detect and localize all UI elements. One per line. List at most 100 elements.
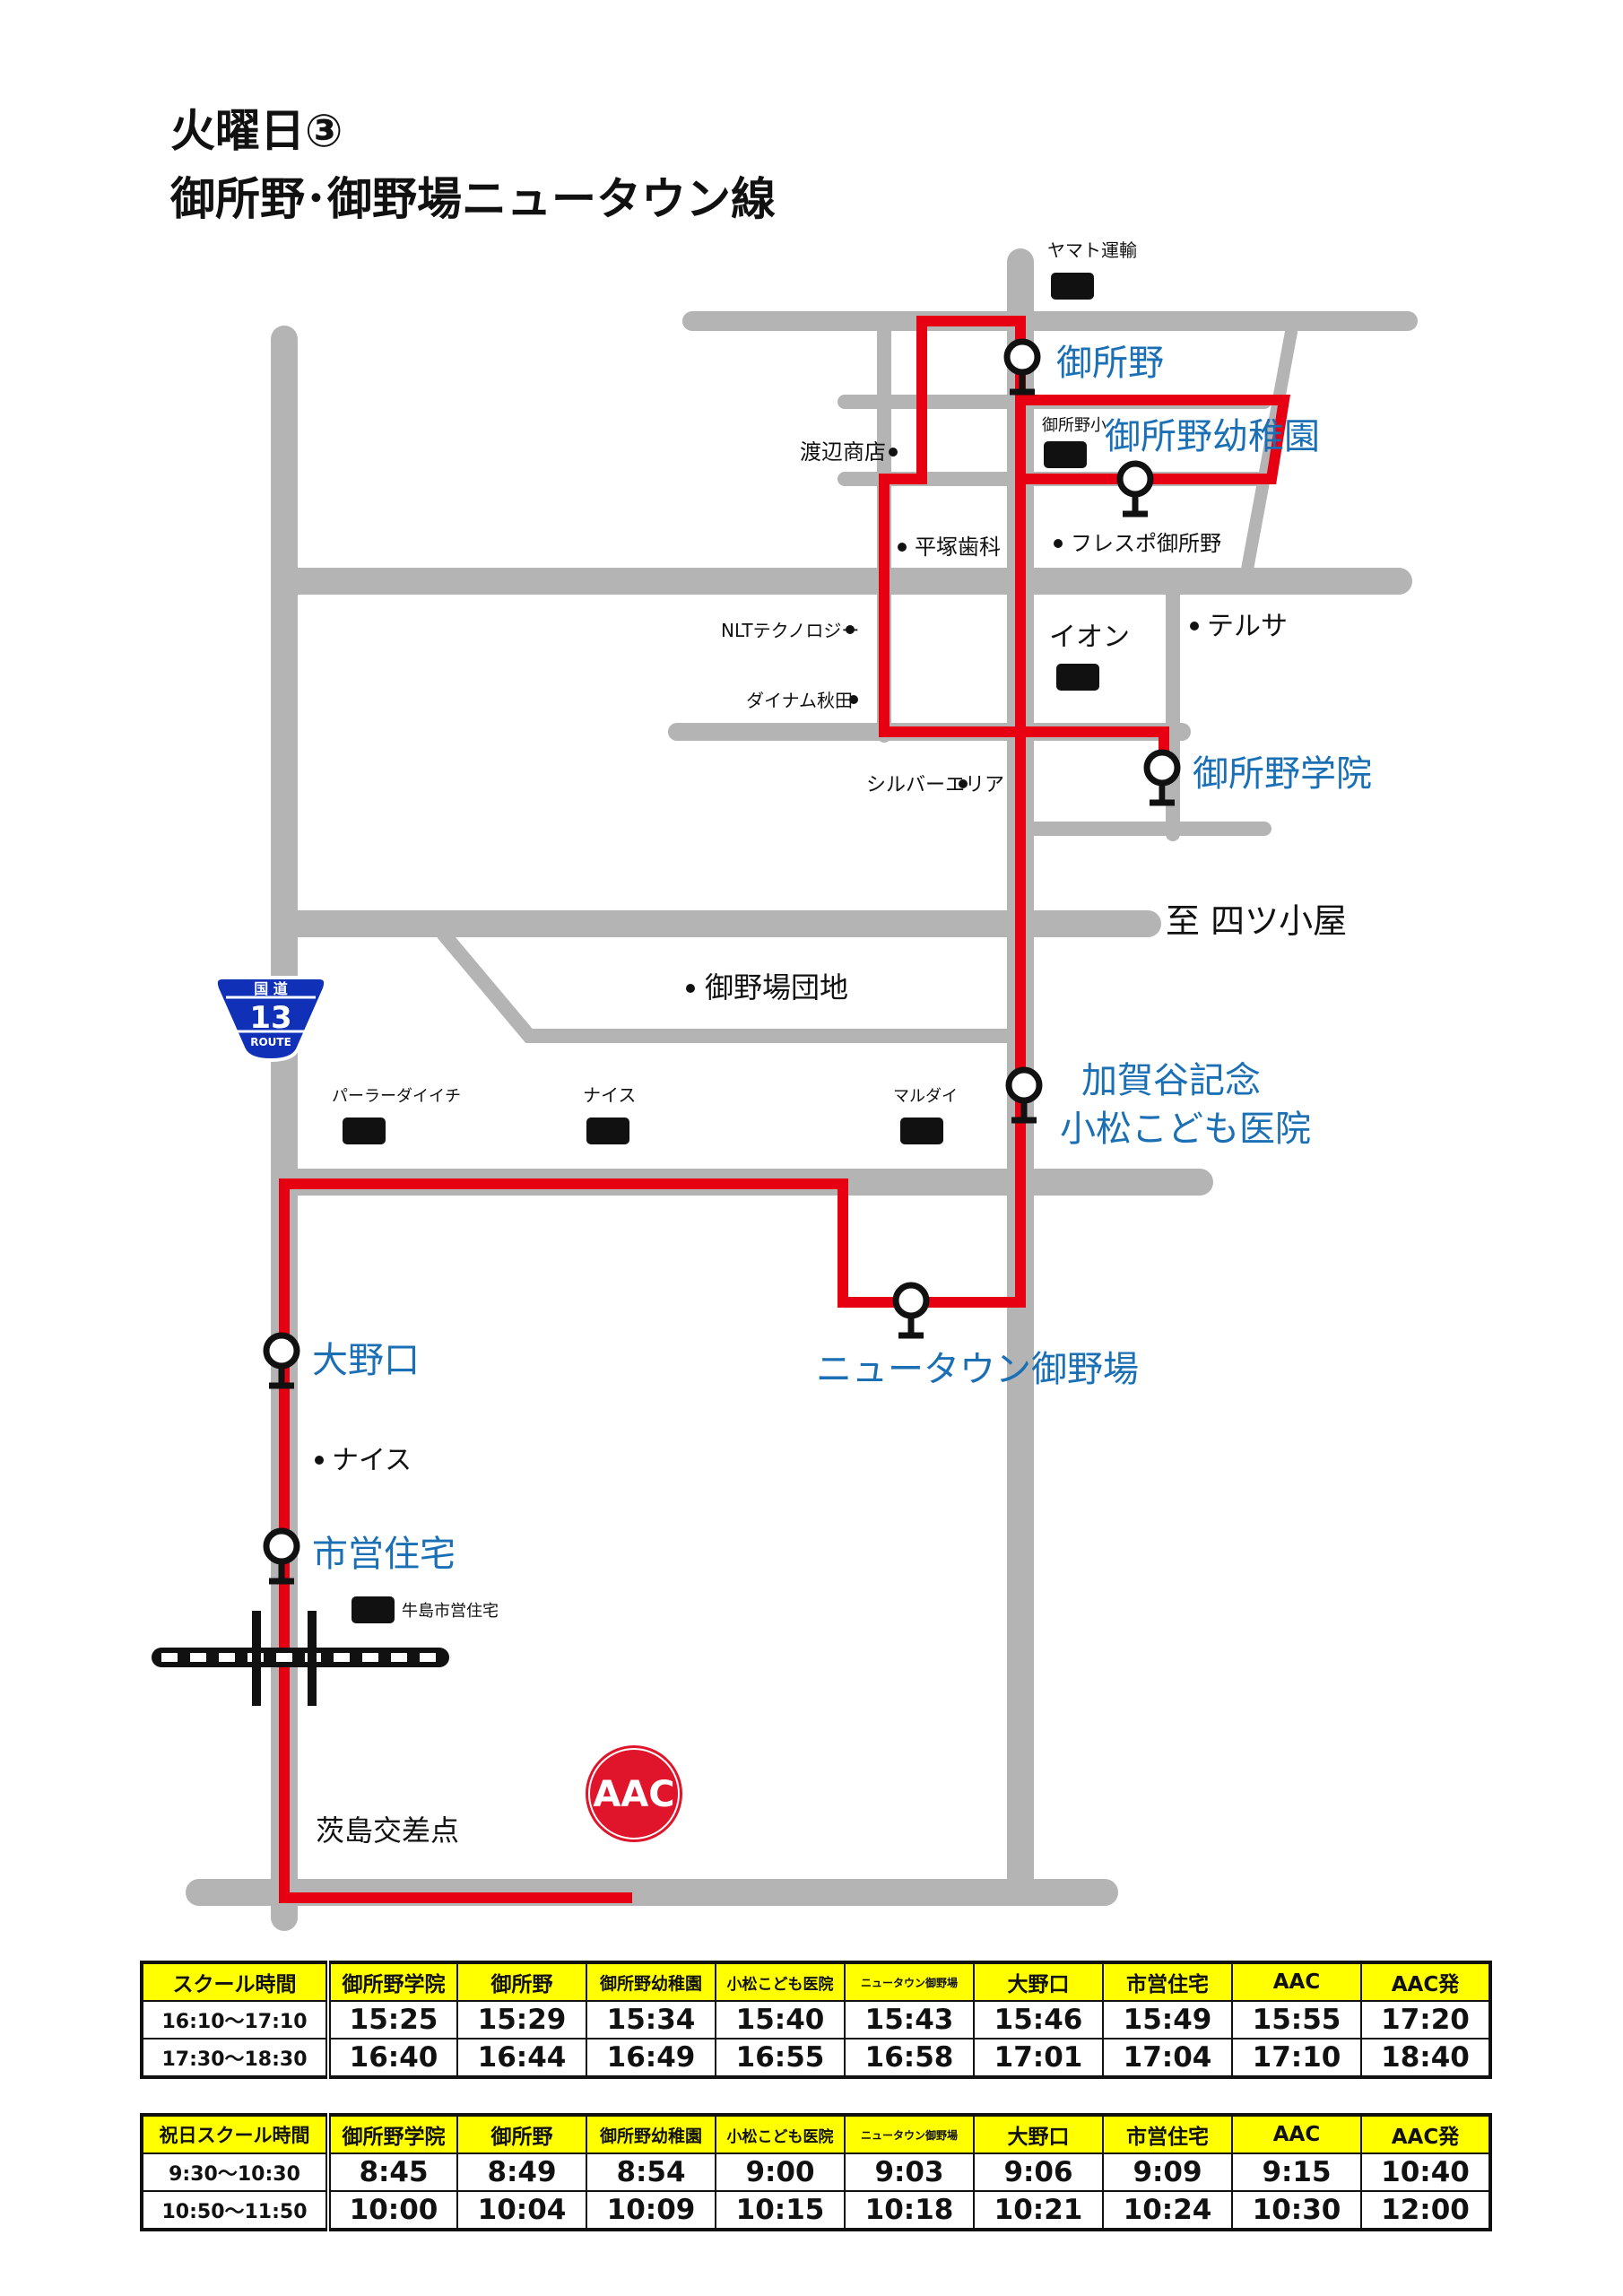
route-map: 国 道 13 ROUTE AAC 御所野 御所野幼稚園 御所野学院 加賀谷記念 … xyxy=(152,239,1418,1931)
dot-terusa xyxy=(1190,622,1199,631)
route13-sign-bottom: ROUTE xyxy=(250,1036,291,1048)
cell-time: 9:06 xyxy=(973,2152,1104,2192)
building-parlor-icon xyxy=(343,1118,386,1144)
cell-time: 18:40 xyxy=(1360,2038,1491,2078)
label-danchi: 御野場団地 xyxy=(705,970,848,1004)
landmark-dots xyxy=(315,448,1199,1465)
railway xyxy=(152,1611,449,1706)
stop-label-kagaya: 加賀谷記念 xyxy=(1081,1060,1261,1101)
label-dynam: ダイナム秋田 xyxy=(746,690,853,711)
road-diagonal-ne xyxy=(1240,326,1298,580)
building-aeon-icon xyxy=(1056,664,1099,691)
row-school-time: 17:30～18:30 xyxy=(141,2038,331,2078)
aac-logo: AAC xyxy=(582,1742,686,1846)
header-school-time: スクール時間 xyxy=(141,1961,331,2002)
cell-time: 15:40 xyxy=(715,2000,846,2039)
building-elementary-icon xyxy=(1044,441,1087,468)
row-school-time: 10:50～11:50 xyxy=(141,2190,331,2231)
route13-sign: 国 道 13 ROUTE xyxy=(213,976,328,1063)
bus-stop-shiei-icon[interactable] xyxy=(263,1527,300,1585)
header-aac: AAC xyxy=(1231,2114,1362,2154)
dot-silver xyxy=(959,779,968,788)
cell-time: 15:55 xyxy=(1231,2000,1362,2039)
cell-time: 17:01 xyxy=(973,2038,1104,2078)
timetable-header-row: スクール時間 御所野学院 御所野 御所野幼稚園 小松こども医院 ニュータウン御野… xyxy=(141,1961,1491,2002)
road-danchi xyxy=(437,927,1020,1043)
table-row: 9:30～10:30 8:45 8:49 8:54 9:00 9:03 9:06… xyxy=(141,2152,1491,2192)
bus-stop-gakuin-icon[interactable] xyxy=(1143,749,1181,806)
timetable-holiday: 祝日スクール時間 御所野学院 御所野 御所野幼稚園 小松こども医院 ニュータウン… xyxy=(140,2113,1492,2231)
label-nlt: NLTテクノロジー xyxy=(721,620,859,641)
bus-stop-kindergarten-icon[interactable] xyxy=(1116,460,1154,517)
cell-time: 16:49 xyxy=(586,2038,716,2078)
bus-stops xyxy=(263,338,1181,1585)
dot-nlt xyxy=(846,625,855,634)
building-marudai-icon xyxy=(900,1118,943,1144)
landmark-blocks xyxy=(343,273,1099,1623)
cell-time: 8:49 xyxy=(456,2152,587,2192)
label-hiratsuka: 平塚歯科 xyxy=(915,535,1001,560)
title-route-name: 御所野･御野場ニュータウン線 xyxy=(170,173,776,225)
cell-time: 10:04 xyxy=(456,2190,587,2231)
row-school-time: 9:30～10:30 xyxy=(141,2152,331,2192)
cell-time: 15:29 xyxy=(456,2000,587,2039)
header-kindergarten: 御所野幼稚園 xyxy=(586,1961,716,2002)
stop-label-ohnoguchi: 大野口 xyxy=(312,1340,420,1381)
dot-danchi xyxy=(686,984,695,993)
cell-time: 17:20 xyxy=(1360,2000,1491,2039)
dot-watanabe xyxy=(889,448,898,457)
dot-hiratsuka xyxy=(898,543,907,552)
bus-stop-goshono-icon[interactable] xyxy=(1003,338,1041,396)
label-ushijima: 牛島市営住宅 xyxy=(402,1602,499,1621)
header-gakuin: 御所野学院 xyxy=(327,2114,458,2154)
cell-time: 10:30 xyxy=(1231,2190,1362,2231)
dot-nice2 xyxy=(315,1456,324,1465)
cell-time: 16:44 xyxy=(456,2038,587,2078)
cell-time: 16:40 xyxy=(327,2038,458,2078)
cell-time: 9:03 xyxy=(844,2152,975,2192)
dot-dynam xyxy=(849,695,858,704)
label-silver: シルバーエリア xyxy=(866,774,1004,796)
label-aeon: イオン xyxy=(1049,622,1130,653)
stop-label-gakuin: 御所野学院 xyxy=(1193,753,1372,795)
label-parlor: パーラーダイイチ xyxy=(332,1087,461,1106)
label-terusa: テルサ xyxy=(1207,611,1288,642)
bus-stop-newtown-icon[interactable] xyxy=(892,1282,930,1339)
cell-time: 10:09 xyxy=(586,2190,716,2231)
label-yotsugoya: 至 四ツ小屋 xyxy=(1166,901,1347,941)
title-day: 火曜日③ xyxy=(170,105,343,157)
cell-time: 10:24 xyxy=(1102,2190,1233,2231)
header-aac-depart: AAC発 xyxy=(1360,1961,1491,2002)
table-row: 17:30～18:30 16:40 16:44 16:49 16:55 16:5… xyxy=(141,2038,1491,2078)
header-shiei: 市営住宅 xyxy=(1102,1961,1233,2002)
header-shiei: 市営住宅 xyxy=(1102,2114,1233,2154)
bus-stop-ohnoguchi-icon[interactable] xyxy=(263,1332,300,1389)
header-ohnoguchi: 大野口 xyxy=(973,1961,1104,2002)
label-watanabe: 渡辺商店 xyxy=(800,439,886,465)
cell-time: 17:04 xyxy=(1102,2038,1233,2078)
header-komatsu: 小松こども医院 xyxy=(715,2114,846,2154)
header-goshono: 御所野 xyxy=(456,2114,587,2154)
aac-logo-text: AAC xyxy=(593,1774,674,1815)
map-title: 火曜日③ 御所野･御野場ニュータウン線 xyxy=(170,97,776,233)
header-ohnoguchi: 大野口 xyxy=(973,2114,1104,2154)
cell-time: 15:46 xyxy=(973,2000,1104,2039)
cell-time: 10:18 xyxy=(844,2190,975,2231)
stop-label-newtown: ニュータウン御野場 xyxy=(816,1349,1139,1390)
label-elementary: 御所野小 xyxy=(1042,416,1107,435)
timetable-weekday: スクール時間 御所野学院 御所野 御所野幼稚園 小松こども医院 ニュータウン御野… xyxy=(140,1961,1492,2079)
header-gakuin: 御所野学院 xyxy=(327,1961,458,2002)
cell-time: 9:15 xyxy=(1231,2152,1362,2192)
building-yamato-icon xyxy=(1051,273,1094,300)
cell-time: 16:58 xyxy=(844,2038,975,2078)
label-marudai: マルダイ xyxy=(893,1087,958,1106)
label-nice1: ナイス xyxy=(583,1084,636,1106)
label-fresupo: フレスポ御所野 xyxy=(1071,531,1221,556)
cell-time: 15:49 xyxy=(1102,2000,1233,2039)
header-newtown: ニュータウン御野場 xyxy=(844,2114,975,2154)
stop-label-shiei: 市営住宅 xyxy=(312,1534,456,1575)
bus-stop-kagaya-icon[interactable] xyxy=(1005,1066,1043,1124)
cell-time: 8:45 xyxy=(327,2152,458,2192)
cell-time: 15:34 xyxy=(586,2000,716,2039)
header-komatsu: 小松こども医院 xyxy=(715,1961,846,2002)
